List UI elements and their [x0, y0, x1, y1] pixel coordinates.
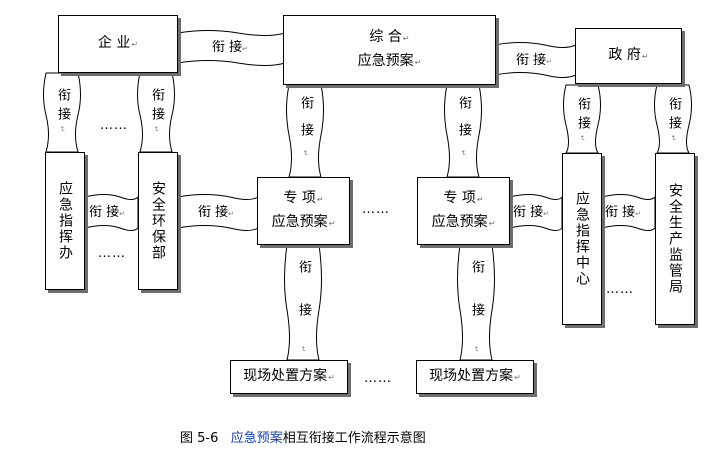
- figure-number: 图 5-6: [180, 431, 219, 446]
- ellipsis-between-onsite-plans: ……: [364, 371, 392, 386]
- label-office-safetyenv: 衔 接: [89, 205, 125, 222]
- label-integrated-special-right: 衔接: [455, 96, 471, 170]
- ellipsis-between-dept-boxes: ……: [98, 246, 126, 261]
- label-government-center: 衔接: [574, 97, 590, 147]
- label-special-onsite-left: 衔接: [295, 260, 311, 382]
- label-enterprise-office: 衔接: [54, 88, 70, 138]
- node-emergency-command-office: 应急指挥办: [45, 152, 85, 290]
- node-special-plan-left: 专 项 应急预案: [257, 177, 350, 245]
- node-enterprise: 企 业: [58, 15, 178, 73]
- node-government: 政 府: [575, 28, 682, 84]
- node-special-plan-right: 专 项 应急预案: [417, 177, 510, 245]
- ellipsis-between-special-plans: ……: [362, 202, 390, 217]
- label-center-bureau: 衔 接: [605, 205, 641, 222]
- ellipsis-between-govt-boxes: ……: [606, 282, 634, 297]
- label-special-center: 衔 接: [513, 205, 549, 222]
- node-safety-env-dept: 安全环保部: [138, 152, 178, 290]
- caption-rest: 相互衔接工作流程示意图: [282, 431, 426, 446]
- label-government-bureau: 衔接: [665, 97, 681, 147]
- label-integrated-government: 衔 接: [516, 53, 552, 70]
- figure-caption: 图 5-6 应急预案相互衔接工作流程示意图: [180, 427, 426, 446]
- node-integrated-plan: 综 合 应急预案: [283, 15, 496, 85]
- caption-highlight: 应急预案: [230, 431, 283, 446]
- node-onsite-plan-left: 现场处置方案: [230, 360, 348, 394]
- label-enterprise-integrated: 衔 接: [212, 40, 248, 57]
- label-safetyenv-special: 衔 接: [198, 205, 234, 222]
- label-enterprise-safetyenv: 衔接: [148, 88, 164, 138]
- node-safety-supervision-bureau: 安全生产监管局: [655, 153, 695, 325]
- label-integrated-special-left: 衔接: [297, 96, 313, 170]
- node-emergency-command-center: 应急指挥中心: [562, 153, 602, 325]
- label-special-onsite-right: 衔接: [468, 260, 484, 382]
- ellipsis-between-enterprise-bands: ……: [100, 118, 128, 133]
